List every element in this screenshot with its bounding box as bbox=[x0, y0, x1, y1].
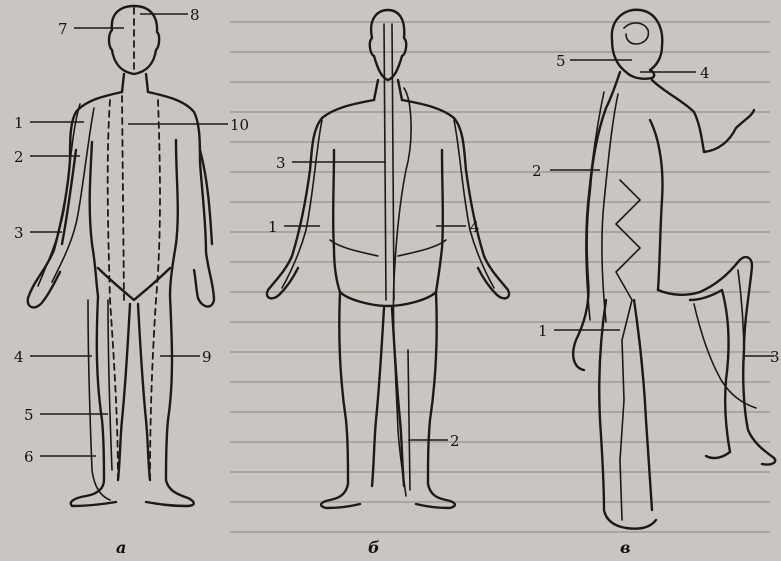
label-c-1: 1 bbox=[538, 322, 548, 340]
caption-c: в bbox=[620, 538, 631, 557]
labels-figure-b: 1 2 3 4 б bbox=[268, 154, 480, 557]
label-a-1: 1 bbox=[14, 114, 24, 132]
label-b-1: 1 bbox=[268, 218, 278, 236]
label-c-5: 5 bbox=[556, 52, 566, 70]
label-a-4: 4 bbox=[14, 348, 24, 366]
label-a-7: 7 bbox=[58, 20, 68, 38]
label-a-6: 6 bbox=[24, 448, 34, 466]
label-a-8: 8 bbox=[190, 6, 200, 24]
label-a-5: 5 bbox=[24, 406, 34, 424]
label-a-9: 9 bbox=[202, 348, 212, 366]
caption-a: а bbox=[116, 538, 126, 557]
label-a-10: 10 bbox=[230, 116, 249, 134]
caption-b: б bbox=[368, 538, 380, 557]
label-a-3: 3 bbox=[14, 224, 24, 242]
label-b-4: 4 bbox=[470, 218, 480, 236]
labels-figure-a: 1 2 3 4 5 6 7 8 9 10 а bbox=[14, 6, 249, 557]
figure-side-view bbox=[573, 10, 775, 529]
label-c-4: 4 bbox=[700, 64, 710, 82]
label-c-2: 2 bbox=[532, 162, 542, 180]
background-text-lines bbox=[230, 22, 770, 532]
label-c-3: 3 bbox=[770, 348, 780, 366]
label-b-3: 3 bbox=[276, 154, 286, 172]
figure-front-view bbox=[28, 6, 214, 506]
label-a-2: 2 bbox=[14, 148, 24, 166]
figure-back-view bbox=[267, 10, 509, 508]
label-b-2: 2 bbox=[450, 432, 460, 450]
